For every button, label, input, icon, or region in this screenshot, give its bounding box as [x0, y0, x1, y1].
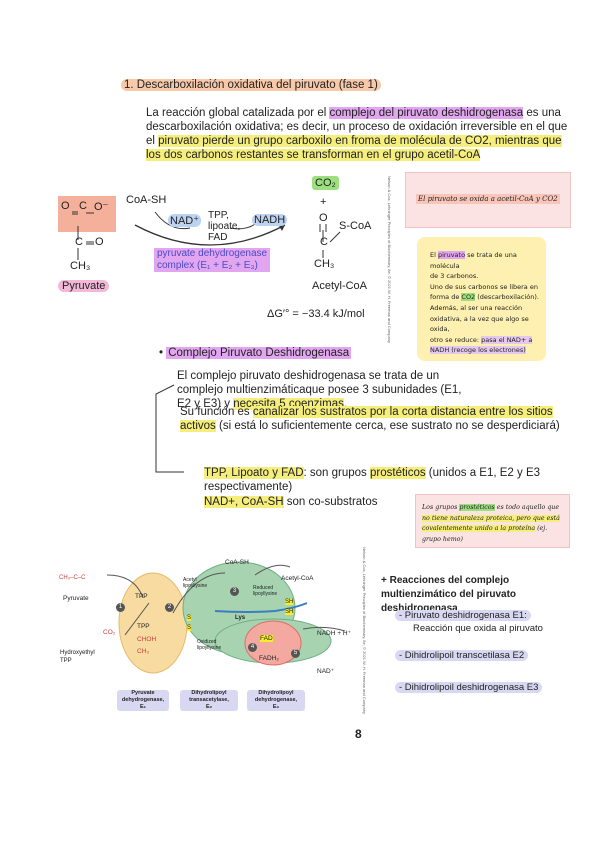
d2-oxidized-lipoyllysine: Oxidized lipoyllysine	[197, 639, 222, 651]
acetylcoa-label: Acetyl-CoA	[312, 280, 368, 292]
pyruvate-o-keto: O	[95, 236, 104, 248]
d2-ch3: CH₃	[137, 648, 150, 655]
d2-reduced-lipoyllysine: Reduced lipoyllysine	[253, 585, 278, 597]
delta-g: ΔG′° = −33.4 kJ/mol	[267, 308, 365, 320]
section2-p3: TPP, Lipoato y FAD: son grupos prostétic…	[204, 467, 541, 493]
d2-step-3: 3	[230, 587, 239, 596]
d2-fad: FAD	[260, 635, 273, 642]
d2-s-1: S	[187, 615, 192, 621]
reaccion-item-1: - Piruvato deshidrogenasa E1:	[395, 610, 531, 621]
section-title-2: • Complejo Piruvato Deshidrogenasa	[159, 347, 352, 359]
reacciones-title: + Reacciones del complejo multienzimátic…	[381, 575, 517, 614]
pyruvate-highlight	[58, 196, 116, 232]
d2-enzyme-e1: Pyruvate dehydrogenase, E₁	[117, 690, 169, 711]
pyruvate-c-top: C	[79, 200, 87, 212]
d2-acetyl-lipoyllysine: Acetyl lipoyllysine	[183, 577, 208, 589]
cofactors: TPP, lipoate, FAD	[208, 210, 241, 243]
d2-hydroxyethyl: Hydroxyethyl TPP	[60, 650, 95, 664]
note-yellow: El piruvato se trata de una molécula de …	[417, 237, 546, 361]
pyruvate-c-mid: C	[75, 236, 83, 248]
reaccion-item-1-sub: Reacción que oxida al piruvato	[413, 623, 543, 634]
d2-sh-2: SH	[285, 609, 294, 615]
acetylcoa-o: O	[319, 212, 328, 224]
note-prostetico: Los grupos prostéticos es todo aquello q…	[415, 494, 570, 548]
pyruvate-o-left: O	[61, 200, 70, 212]
scoa-label: S-CoA	[339, 220, 372, 232]
d2-acetylcoa: Acetyl-CoA	[281, 575, 314, 582]
d2-nad: NAD⁺	[317, 668, 335, 675]
diagram2-credit: Nelson & Cox, Lehninger Principles of Bi…	[362, 547, 367, 714]
d2-nadh: NADH + H⁺	[317, 630, 351, 637]
d2-choh: CHOH	[137, 636, 157, 643]
d2-tpp-mid: TPP	[137, 623, 150, 630]
plus-sign: +	[320, 196, 327, 208]
section2-p4: NAD+, CoA-SH son co-substratos	[204, 496, 378, 508]
reacciones-list: - Piruvato deshidrogenasa E1: Reacción q…	[395, 609, 543, 694]
section2-p1: El complejo piruvato deshidrogenasa se t…	[177, 370, 462, 410]
d2-s-2: S	[187, 625, 192, 631]
nad-plus-label: NAD⁺	[168, 214, 202, 227]
reaccion-item-3: - Dihidrolipoil deshidrogenasa E3	[395, 682, 543, 693]
d2-step-5: 5	[291, 649, 300, 658]
section2-p2: Su función es canalizar los sustratos po…	[180, 406, 560, 432]
d2-sh-1: SH	[285, 599, 294, 605]
bracket	[155, 384, 184, 473]
pyruvate-ch3: CH₃	[70, 260, 91, 272]
d2-fadh2: FADH₂	[259, 655, 279, 662]
section-title-1: 1. Descarboxilación oxidativa del piruva…	[121, 79, 381, 91]
co2-label: CO₂	[312, 176, 339, 190]
pyruvate-o-minus: O⁻	[94, 201, 109, 213]
d2-coash: CoA-SH	[225, 559, 249, 566]
d2-step-2: 2	[165, 603, 174, 612]
d2-lys: Lys	[235, 615, 246, 621]
enzyme-blobs	[106, 561, 346, 674]
d2-tpp-top: TPP	[135, 593, 148, 600]
d2-enzyme-e2: Dihydrolipoyl transacetylase, E₂	[180, 690, 238, 711]
acetylcoa-ch3: CH₃	[314, 258, 335, 270]
d2-step-4: 4	[248, 643, 257, 652]
pdh-mechanism-diagram: CH₃–C–C Pyruvate TPP TPP CHOH CH₃ CO₂ Hy…	[55, 547, 370, 723]
acetylcoa-c: C	[320, 236, 328, 248]
reaccion-item-2: - Dihidrolipoil transcetilasa E2	[395, 650, 529, 661]
d2-enzyme-e3: Dihydrolipoyl dehydrogenase, E₃	[247, 690, 305, 711]
d2-co2: CO₂	[103, 629, 116, 636]
reaction-credit: Nelson & Cox, Lehninger Principles of Bi…	[387, 176, 392, 343]
note-oxida: El piruvato se oxida a acetil-CoA y CO2	[405, 172, 571, 228]
pyruvate-label: Pyruvate	[58, 280, 110, 292]
d2-step-1: 1	[116, 603, 125, 612]
reaction-figure: O C O⁻ C O CH₃ Pyruvate CoA-SH NAD⁺ NADH…	[50, 170, 395, 343]
enzyme-complex-label: pyruvate dehydrogenase complex (E₁ + E₂ …	[154, 248, 271, 272]
section1-paragraph: La reacción global catalizada por el com…	[146, 107, 568, 161]
nadh-label: NADH	[252, 214, 288, 226]
d2-pyruvate: Pyruvate	[63, 595, 89, 602]
coash-label: CoA-SH	[126, 194, 167, 206]
page-number: 8	[355, 727, 362, 741]
